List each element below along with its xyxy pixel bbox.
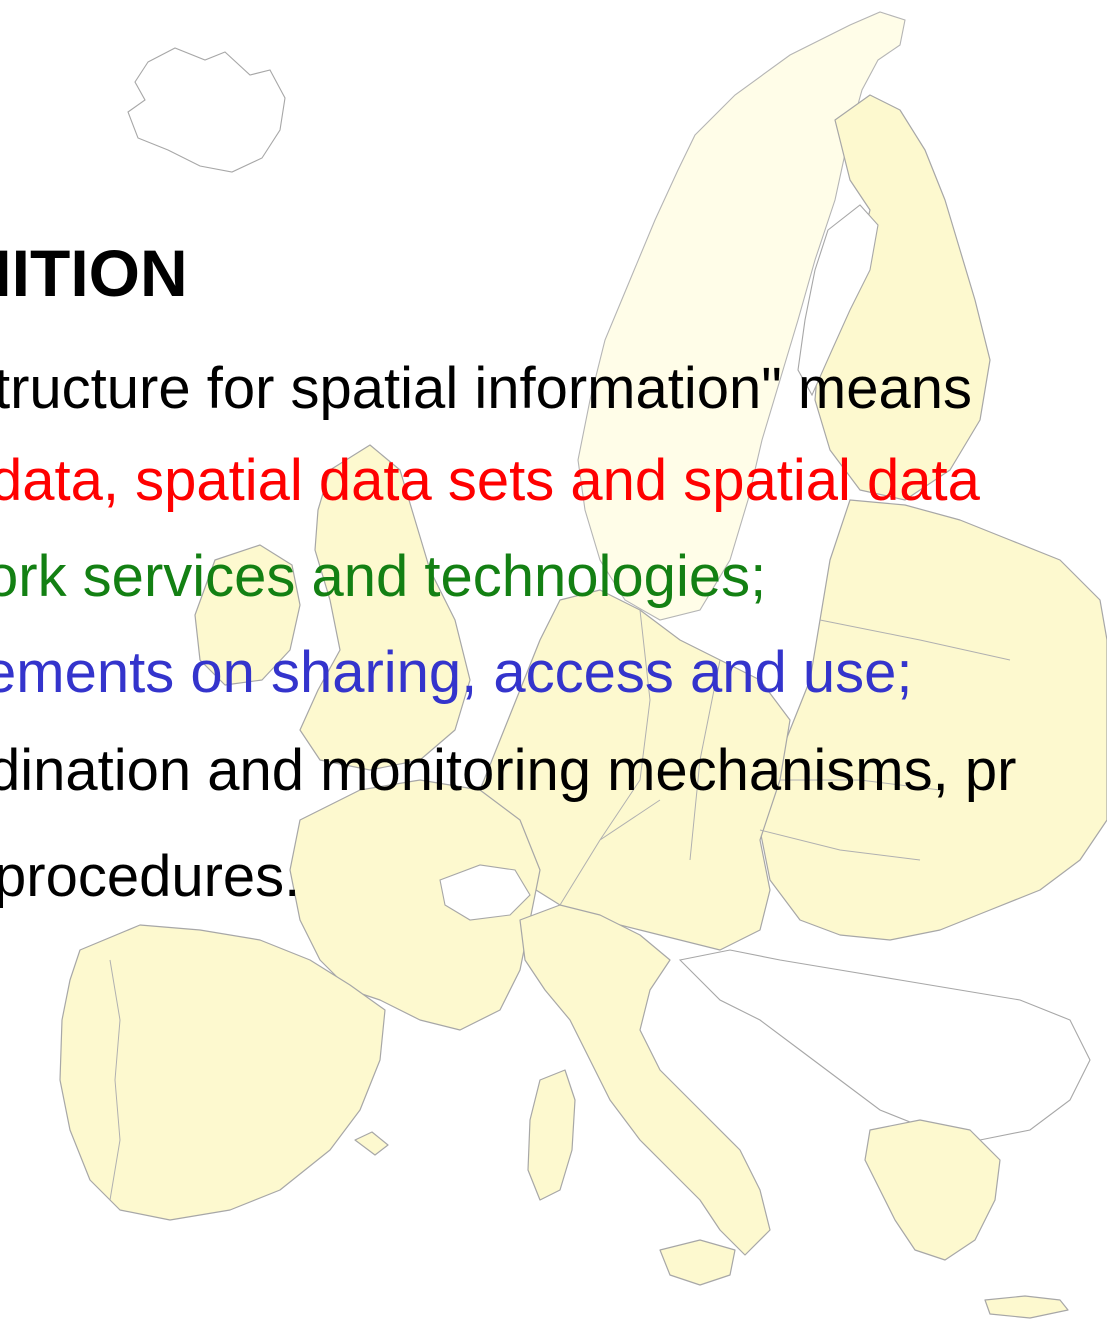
- gulf-of-bothnia-shape: [797, 204, 879, 397]
- greece-shape: [864, 1119, 1001, 1261]
- sardinia-shape: [527, 1069, 576, 1201]
- ireland-shape: [194, 544, 301, 686]
- crete-shape: [984, 1295, 1069, 1319]
- definition-line-2: data, spatial data sets and spatial data: [0, 448, 980, 513]
- sicily-shape: [659, 1239, 736, 1286]
- central-europe-shape: [479, 589, 791, 951]
- portugal-border: [109, 959, 121, 1201]
- iceland-shape: [127, 47, 286, 173]
- great-britain-shape: [299, 444, 471, 771]
- balkans-shape: [678, 949, 1091, 1141]
- definition-line-4: ements on sharing, access and use;: [0, 640, 913, 705]
- slide-heading: NITION: [0, 236, 188, 310]
- eastern-europe-shape: [759, 499, 1107, 941]
- balearic-shape: [354, 1131, 389, 1156]
- france-shape: [289, 779, 541, 1031]
- scandinavia-shape: [577, 11, 906, 621]
- switzerland-shape: [439, 864, 531, 921]
- iberia-shape: [59, 924, 386, 1221]
- country-borders: [559, 609, 1011, 906]
- definition-line-1: tructure for spatial information" means: [0, 356, 973, 421]
- definition-line-3: ork services and technologies;: [0, 544, 767, 609]
- italy-shape: [519, 904, 771, 1256]
- definition-line-5: dination and monitoring mechanisms, pr: [0, 738, 1017, 803]
- definition-line-6: procedures.: [0, 844, 301, 909]
